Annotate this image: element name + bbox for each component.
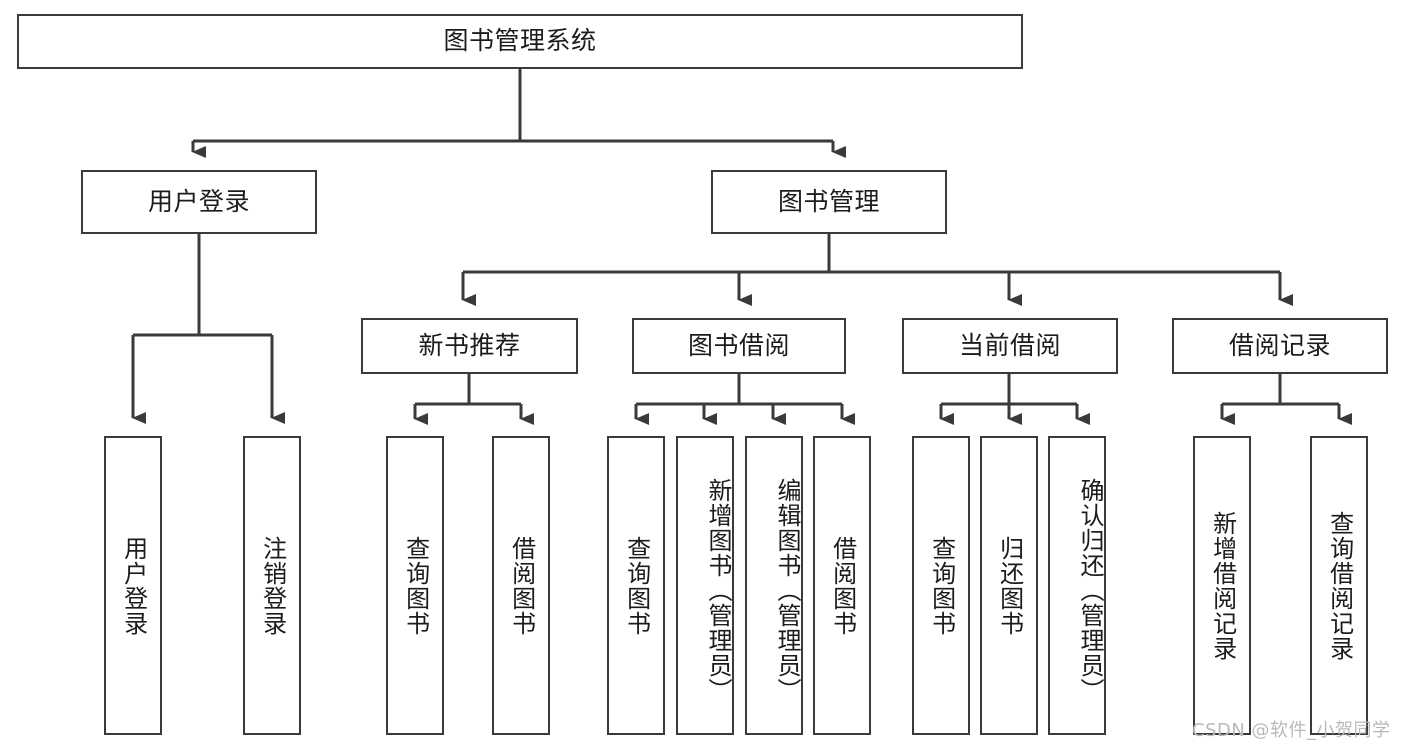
leaf-user-logout[interactable]: 注销登录	[243, 436, 301, 735]
leaf-add-book-label: 新增图书（管理员）	[704, 478, 732, 703]
leaf-query-book-1[interactable]: 查询图书	[386, 436, 444, 735]
leaf-return-book[interactable]: 归还图书	[980, 436, 1038, 735]
leaf-add-book[interactable]: 新增图书（管理员）	[676, 436, 734, 735]
leaf-user-login[interactable]: 用户登录	[104, 436, 162, 735]
leaf-add-record[interactable]: 新增借阅记录	[1193, 436, 1251, 735]
leaf-query-record[interactable]: 查询借阅记录	[1310, 436, 1368, 735]
leaf-borrow-book-2-label: 借阅图书	[828, 535, 857, 636]
leaf-confirm-return[interactable]: 确认归还（管理员）	[1048, 436, 1106, 735]
node-book-borrow[interactable]: 图书借阅	[632, 318, 846, 374]
leaf-user-logout-label: 注销登录	[258, 535, 287, 636]
node-new-book-recommend-label: 新书推荐	[418, 330, 521, 360]
node-borrow-record[interactable]: 借阅记录	[1172, 318, 1388, 374]
node-root-label: 图书管理系统	[443, 26, 597, 56]
leaf-query-book-2[interactable]: 查询图书	[607, 436, 665, 735]
csdn-watermark: CSDN @软件_小贺同学	[1192, 720, 1391, 741]
leaf-return-book-label: 归还图书	[995, 535, 1024, 636]
node-current-borrow-label: 当前借阅	[958, 330, 1061, 360]
leaf-query-book-3[interactable]: 查询图书	[912, 436, 970, 735]
node-book-manage-label: 图书管理	[777, 186, 880, 216]
leaf-confirm-return-label: 确认归还（管理员）	[1076, 478, 1104, 703]
leaf-query-book-2-label: 查询图书	[622, 535, 651, 636]
leaf-edit-book[interactable]: 编辑图书（管理员）	[745, 436, 803, 735]
leaf-query-record-label: 查询借阅记录	[1325, 510, 1354, 661]
node-book-borrow-label: 图书借阅	[687, 330, 790, 360]
node-user-login[interactable]: 用户登录	[81, 170, 317, 234]
node-new-book-recommend[interactable]: 新书推荐	[361, 318, 578, 374]
node-borrow-record-label: 借阅记录	[1228, 330, 1331, 360]
node-root[interactable]: 图书管理系统	[17, 14, 1023, 69]
leaf-add-record-label: 新增借阅记录	[1208, 510, 1237, 661]
node-user-login-label: 用户登录	[147, 186, 250, 216]
leaf-borrow-book-2[interactable]: 借阅图书	[813, 436, 871, 735]
leaf-edit-book-label: 编辑图书（管理员）	[773, 478, 801, 703]
node-current-borrow[interactable]: 当前借阅	[902, 318, 1118, 374]
leaf-query-book-3-label: 查询图书	[927, 535, 956, 636]
node-book-manage[interactable]: 图书管理	[711, 170, 947, 234]
leaf-user-login-label: 用户登录	[119, 535, 148, 636]
leaf-borrow-book-1-label: 借阅图书	[507, 535, 536, 636]
leaf-borrow-book-1[interactable]: 借阅图书	[492, 436, 550, 735]
leaf-query-book-1-label: 查询图书	[401, 535, 430, 636]
